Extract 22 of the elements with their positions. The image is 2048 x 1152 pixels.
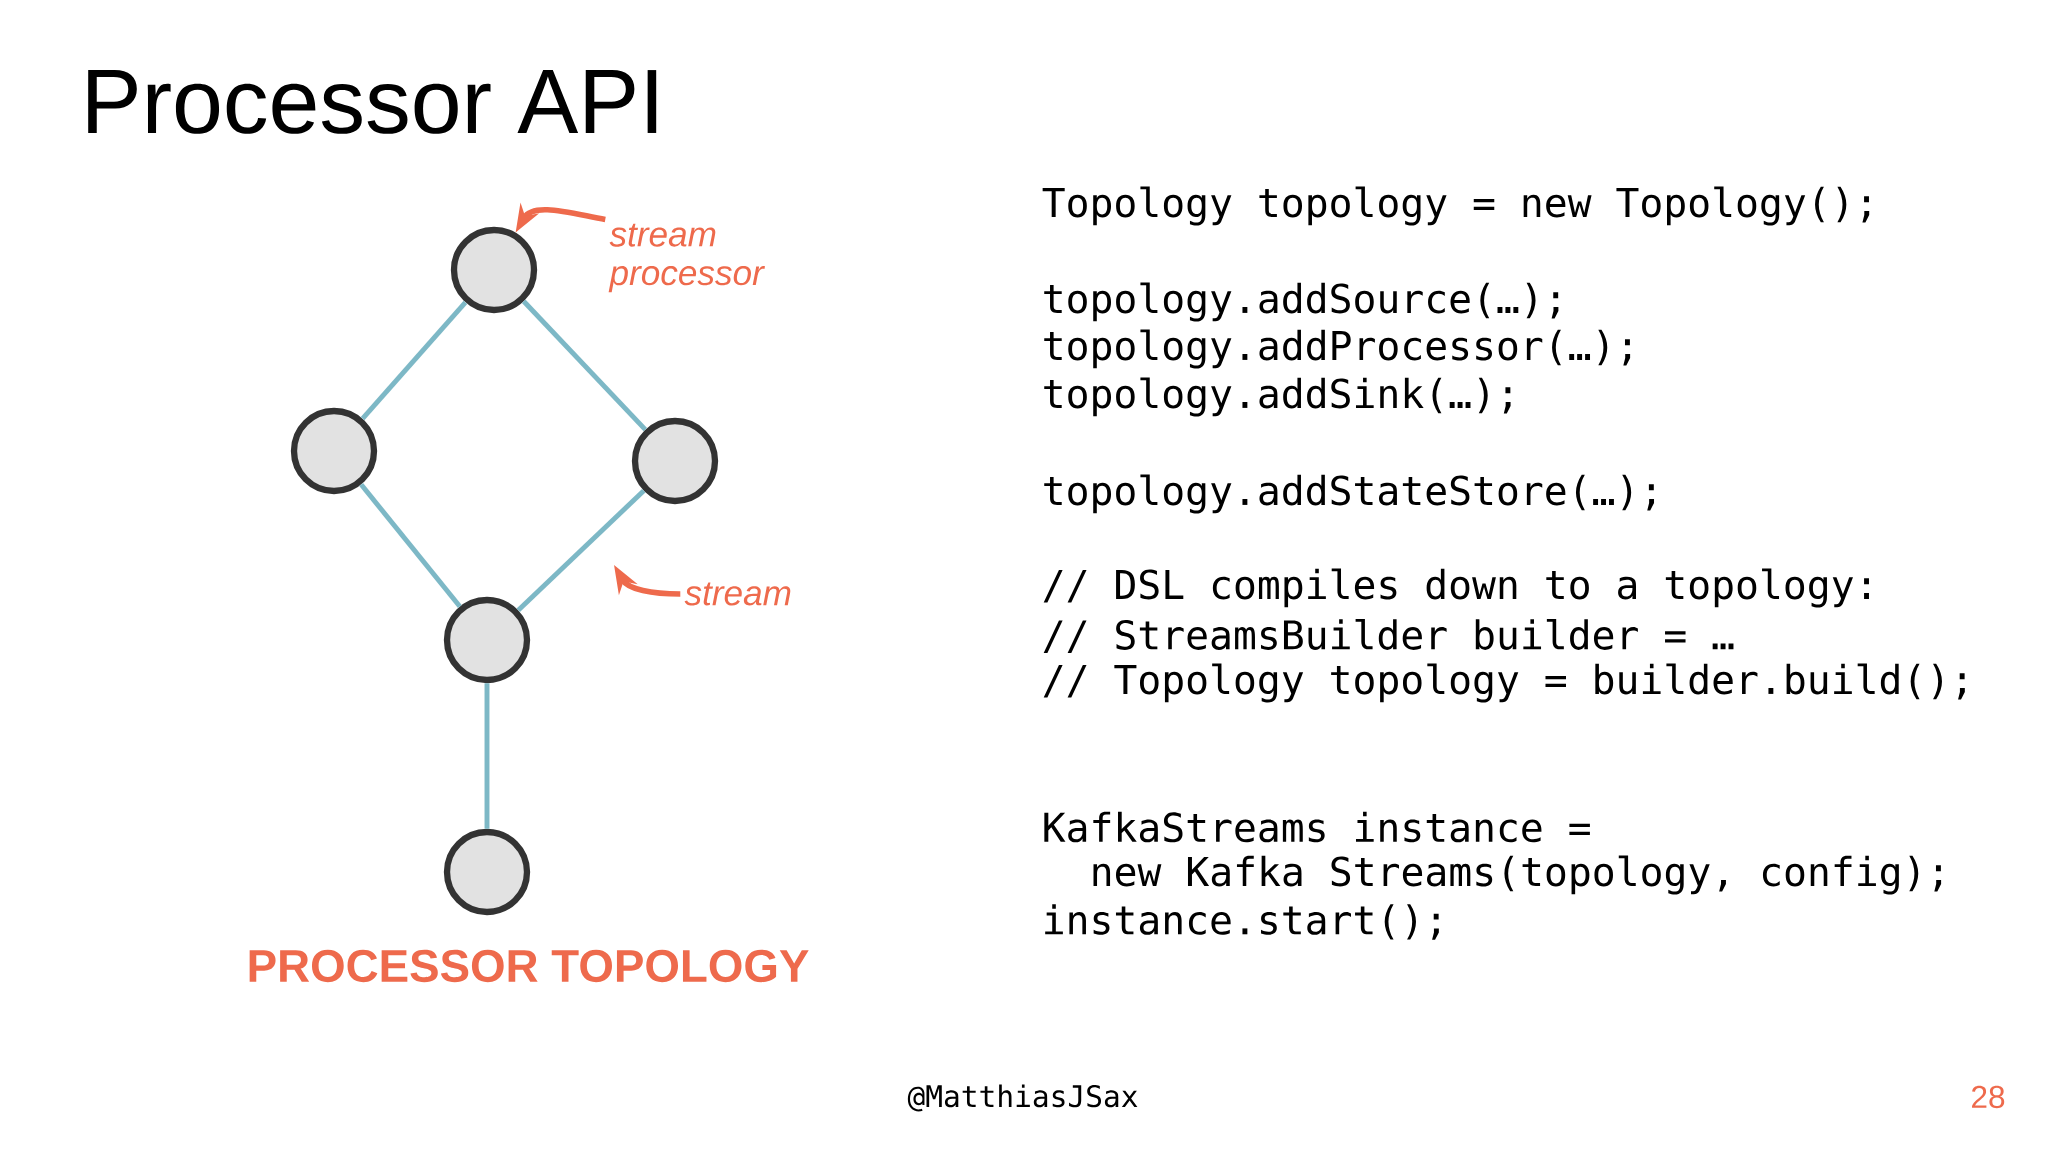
code-line: KafkaStreams instance = xyxy=(1044,811,1590,843)
code-line: topology.addSink(…); xyxy=(1044,377,1511,417)
code-line: new Kafka Streams(topology, config); xyxy=(1093,855,1942,895)
code-line: topology.addProcessor(…); xyxy=(1044,329,1631,369)
stream-line xyxy=(484,683,490,829)
page-number: 28 xyxy=(1972,1085,2005,1109)
stream-line xyxy=(360,300,468,421)
annotation-text: stream xyxy=(684,582,791,606)
code-line: topology.addSource(…); xyxy=(1044,282,1559,322)
stream-line xyxy=(516,488,646,612)
topology-caption: PROCESSOR TOPOLOGY xyxy=(249,949,809,983)
stream-line xyxy=(359,482,462,608)
code-line: // Topology topology = builder.build(); xyxy=(1043,663,1965,703)
author-handle: @MatthiasJSax xyxy=(907,1084,1138,1112)
stream-line xyxy=(521,299,648,432)
code-line: // DSL compiles down to a topology: xyxy=(1043,568,1869,608)
slide-title: Processor API xyxy=(88,70,657,134)
code-line: topology.addStateStore(…); xyxy=(1044,474,1654,514)
code-line: // StreamsBuilder builder = … xyxy=(1043,618,1734,654)
annotation-text: stream processor xyxy=(608,223,765,293)
code-line: Topology topology = new Topology(); xyxy=(1042,186,1870,226)
code-line: instance.start(); xyxy=(1045,904,1439,940)
